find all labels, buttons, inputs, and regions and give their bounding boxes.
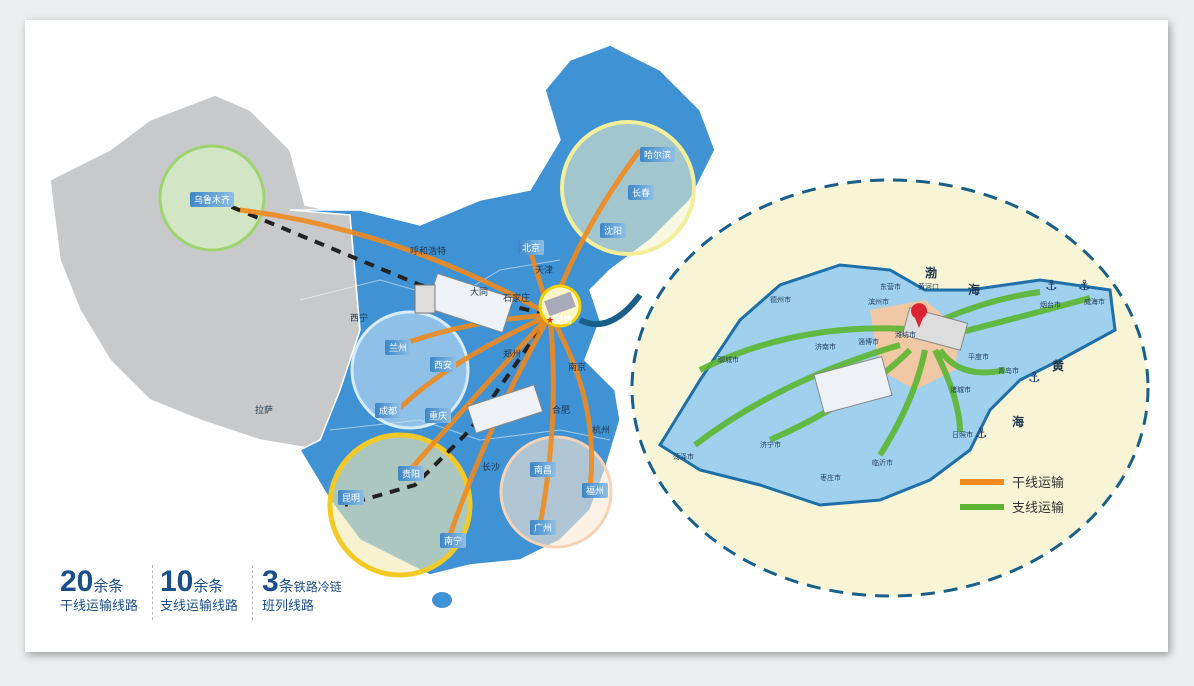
- city-changsha: 长沙: [482, 463, 501, 473]
- sea-label: 海: [1012, 415, 1025, 429]
- connector-arrow: [578, 293, 643, 327]
- anchor-icon: ⚓ ⚓ ⚓ ⚓: [975, 278, 1091, 442]
- south-circle: [499, 435, 613, 549]
- city-urumqi: 乌鲁木齐: [190, 192, 235, 207]
- city-kunming: 昆明: [338, 490, 365, 505]
- city-lanzhou: 兰州: [385, 340, 412, 355]
- sd-city: 临沂市: [872, 459, 893, 467]
- divider: [252, 565, 253, 620]
- sd-city: 滨州市: [868, 298, 889, 306]
- city-nanjing: 南京: [568, 363, 587, 373]
- city-xining: 西宁: [350, 314, 369, 324]
- sd-city: 平度市: [968, 353, 989, 361]
- city-beijing: 北京: [518, 240, 545, 255]
- sd-city: 菏泽市: [673, 453, 694, 461]
- legend-swatch: [960, 478, 1004, 485]
- hub-weifang: ★潍坊: [546, 316, 573, 326]
- sd-city: 烟台市: [1040, 301, 1061, 309]
- sd-city: 东营市: [880, 283, 901, 291]
- rail-route-kunming: [344, 313, 552, 507]
- location-pin-icon: [911, 303, 927, 328]
- city-shenyang: 沈阳: [600, 223, 627, 238]
- sd-city: 日照市: [952, 431, 973, 439]
- sd-city: 聊城市: [718, 356, 739, 364]
- city-fuzhou: 福州: [582, 483, 609, 498]
- city-xian: 西安: [430, 357, 457, 372]
- svg-text:⚓: ⚓: [1078, 278, 1091, 294]
- city-datong: 大同: [470, 288, 489, 298]
- southwest-circle: [327, 432, 473, 578]
- city-tianjin: 天津: [535, 266, 554, 276]
- sd-city: 淄博市: [858, 338, 879, 346]
- stat-trunk-routes: 20余条干线运输线路: [60, 565, 139, 614]
- truck-icon-shandong: [813, 356, 893, 414]
- stat-branch-routes: 10余条支线运输线路: [160, 565, 239, 614]
- legend-swatch: [960, 503, 1004, 510]
- svg-text:⚓: ⚓: [1045, 278, 1058, 294]
- city-changchun: 长春: [628, 185, 655, 200]
- northwest-circle: [350, 310, 470, 430]
- sd-city: 潍坊市: [895, 331, 916, 339]
- stat-rail-routes: 3条铁路冷链班列线路: [262, 565, 342, 614]
- city-guiyang: 贵阳: [398, 466, 425, 481]
- sd-city: 济宁市: [760, 441, 781, 449]
- warehouse-icon: [544, 291, 576, 317]
- city-hefei: 合肥: [552, 406, 571, 416]
- divider: [152, 565, 153, 620]
- city-chengdu: 成都: [375, 403, 402, 418]
- city-lhasa: 拉萨: [255, 406, 274, 416]
- svg-text:⚓: ⚓: [1028, 370, 1041, 386]
- hainan-island: [432, 592, 452, 608]
- legend-trunk: 干线运输: [960, 472, 1064, 491]
- truck-icon-small: [466, 384, 544, 434]
- sd-city: 黄河口: [918, 283, 939, 291]
- city-harbin: 哈尔滨: [640, 147, 676, 162]
- city-zhengzhou: 郑州: [503, 350, 522, 360]
- sd-city: 德州市: [770, 296, 791, 304]
- truck-icon-large: [414, 272, 515, 334]
- city-shijiazhuang: 石家庄: [503, 294, 531, 304]
- city-nanning: 南宁: [440, 533, 467, 548]
- sea-label: 黄: [1052, 359, 1065, 373]
- city-guangzhou: 广州: [530, 520, 557, 535]
- city-hangzhou: 杭州: [592, 426, 611, 436]
- city-chongqing: 重庆: [425, 408, 452, 423]
- sd-city: 青岛市: [998, 367, 1019, 375]
- legend-branch: 支线运输: [960, 497, 1064, 516]
- city-nanchang: 南昌: [530, 462, 557, 477]
- sd-city: 枣庄市: [820, 474, 841, 482]
- sd-city: 诸城市: [950, 386, 971, 394]
- sea-label: 渤: [925, 266, 938, 280]
- sd-city: 威海市: [1084, 298, 1105, 306]
- svg-text:⚓: ⚓: [975, 426, 988, 442]
- star-icon: ★: [546, 316, 555, 326]
- sd-city: 济南市: [815, 343, 836, 351]
- city-hohhot: 呼和浩特: [410, 247, 447, 257]
- sea-label: 海: [968, 283, 981, 297]
